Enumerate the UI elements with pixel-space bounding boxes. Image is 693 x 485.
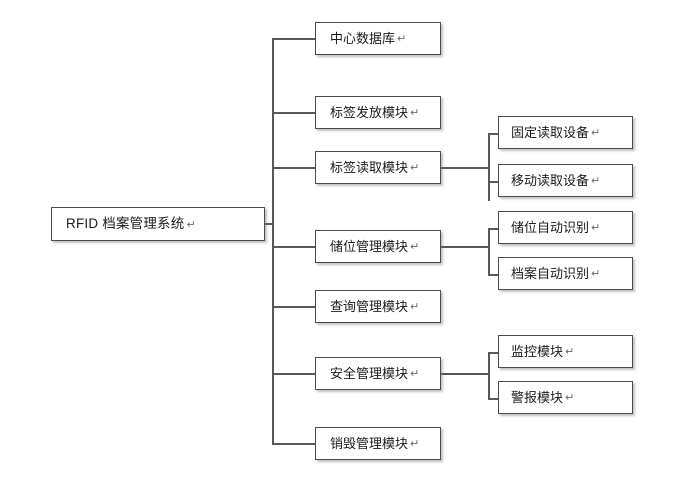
- node-archive-auto-identification[interactable]: 档案自动识别 ↵: [498, 257, 633, 290]
- node-security-management-module[interactable]: 安全管理模块 ↵: [315, 357, 441, 390]
- node-label: 警报模块: [511, 390, 564, 405]
- connector-spine-security-management-module: [488, 352, 490, 400]
- return-mark-icon: ↵: [410, 438, 420, 450]
- return-mark-icon: ↵: [410, 241, 420, 253]
- return-mark-icon: ↵: [565, 346, 575, 358]
- node-label: 中心数据库: [330, 31, 396, 46]
- node-label: 销毁管理模块: [330, 436, 409, 451]
- node-central-database[interactable]: 中心数据库 ↵: [315, 22, 441, 55]
- connector-main-trunk: [272, 38, 274, 444]
- connector-branch-storage-management-module: [272, 246, 315, 248]
- node-label: 储位自动识别: [511, 220, 590, 235]
- connector-child-alarm-module: [488, 398, 498, 400]
- connector-branch-central-database: [272, 38, 315, 40]
- node-rfid-archive-management-system[interactable]: RFID 档案管理系统 ↵: [51, 207, 265, 241]
- node-label: 监控模块: [511, 344, 564, 359]
- return-mark-icon: ↵: [591, 268, 601, 280]
- connector-branch-query-management-module: [272, 306, 315, 308]
- return-mark-icon: ↵: [397, 33, 407, 45]
- connector-child-mobile-reading-device: [488, 181, 498, 183]
- return-mark-icon: ↵: [565, 392, 575, 404]
- connector-spine-storage-management-module: [488, 228, 490, 276]
- connector-branch-tag-reading-module: [272, 167, 315, 169]
- node-label: 查询管理模块: [330, 299, 409, 314]
- node-query-management-module[interactable]: 查询管理模块 ↵: [315, 290, 441, 323]
- node-tag-reading-module[interactable]: 标签读取模块 ↵: [315, 151, 441, 184]
- return-mark-icon: ↵: [410, 301, 420, 313]
- connector-child-storage-auto-identification: [488, 228, 498, 230]
- connector-branch-destruction-management-module: [272, 443, 315, 445]
- connector-branch-security-management-module: [272, 373, 315, 375]
- node-storage-auto-identification[interactable]: 储位自动识别 ↵: [498, 211, 633, 244]
- return-mark-icon: ↵: [410, 162, 420, 174]
- node-destruction-management-module[interactable]: 销毁管理模块 ↵: [315, 427, 441, 460]
- return-mark-icon: ↵: [591, 127, 601, 139]
- node-label: 固定读取设备: [511, 125, 590, 140]
- return-mark-icon: ↵: [410, 368, 420, 380]
- return-mark-icon: ↵: [186, 218, 196, 231]
- node-label: 储位管理模块: [330, 239, 409, 254]
- node-fixed-reading-device[interactable]: 固定读取设备 ↵: [498, 116, 633, 149]
- node-tag-issuance-module[interactable]: 标签发放模块 ↵: [315, 96, 441, 129]
- connector-root-stub: [265, 223, 274, 225]
- return-mark-icon: ↵: [591, 175, 601, 187]
- connector-stub-tag-reading-module: [441, 167, 488, 169]
- connector-branch-tag-issuance-module: [272, 112, 315, 114]
- connector-child-fixed-reading-device: [488, 133, 498, 135]
- node-monitoring-module[interactable]: 监控模块 ↵: [498, 335, 633, 368]
- node-label: 标签读取模块: [330, 160, 409, 175]
- connector-stub-security-management-module: [441, 373, 488, 375]
- connector-child-monitoring-module: [488, 352, 498, 354]
- node-label: 档案自动识别: [511, 266, 590, 281]
- node-label: 安全管理模块: [330, 366, 409, 381]
- node-label: 移动读取设备: [511, 173, 590, 188]
- node-storage-management-module[interactable]: 储位管理模块 ↵: [315, 230, 441, 263]
- return-mark-icon: ↵: [591, 222, 601, 234]
- return-mark-icon: ↵: [410, 107, 420, 119]
- connector-child-archive-auto-identification: [488, 274, 498, 276]
- connector-stub-storage-management-module: [441, 246, 488, 248]
- connector-spine-tag-reading-module: [488, 133, 490, 201]
- node-label: 标签发放模块: [330, 105, 409, 120]
- node-alarm-module[interactable]: 警报模块 ↵: [498, 381, 633, 414]
- node-label: RFID 档案管理系统: [66, 216, 185, 232]
- node-mobile-reading-device[interactable]: 移动读取设备 ↵: [498, 164, 633, 197]
